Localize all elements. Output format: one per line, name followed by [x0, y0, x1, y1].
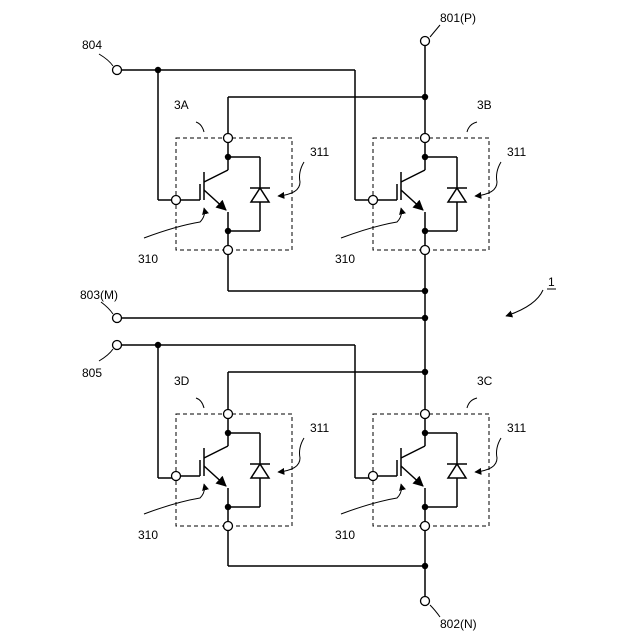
- terminal-circle: [224, 410, 233, 419]
- terminal-circle: [369, 196, 378, 205]
- switch-module: [144, 398, 304, 531]
- converter-ref: 1: [506, 275, 556, 316]
- terminal-label-803: 803(M): [80, 288, 118, 302]
- diode-ref-label: 311: [507, 145, 526, 159]
- diode-ref-label: 311: [310, 145, 329, 159]
- terminal-circle: [421, 410, 430, 419]
- transistor-ref-label: 310: [335, 528, 355, 542]
- transistor-ref-label: 310: [138, 528, 158, 542]
- module-label-3A: 3A: [174, 98, 189, 112]
- terminal-circle: [172, 196, 181, 205]
- terminal-801: 801(P): [421, 11, 477, 46]
- module-label-3D: 3D: [174, 374, 190, 388]
- terminal-802: 802(N): [421, 597, 477, 632]
- terminal-circle: [224, 134, 233, 143]
- diode-symbol: [250, 188, 270, 202]
- terminal-label-805: 805: [82, 366, 102, 380]
- transistor-symbol: [204, 170, 228, 210]
- junction-dot: [225, 154, 231, 160]
- module-wiring: [181, 419, 260, 521]
- terminal-circle: [113, 341, 122, 350]
- terminal-circle: [369, 472, 378, 481]
- diode-symbol: [447, 188, 467, 202]
- leader-line: [430, 605, 440, 617]
- module-3A: 3A 310 311: [138, 98, 329, 266]
- module-wiring: [378, 143, 457, 245]
- junction-dot: [225, 430, 231, 436]
- module-boundary: [373, 414, 489, 526]
- terminal-805: 805: [82, 341, 122, 381]
- module-boundary: [176, 414, 292, 526]
- converter-ref-label: 1: [548, 275, 555, 289]
- junction-dot: [422, 504, 428, 510]
- terminal-804: 804: [82, 38, 122, 75]
- terminal-label-804: 804: [82, 38, 102, 52]
- switch-module: [144, 122, 304, 255]
- ref-arrow: [506, 290, 543, 316]
- transistor-symbol: [401, 170, 425, 210]
- terminal-803: 803(M): [80, 288, 122, 323]
- module-3D: 3D 310 311: [138, 374, 329, 542]
- transistor-ref-label: 310: [335, 252, 355, 266]
- terminal-circle: [421, 522, 430, 531]
- junction-dot: [422, 430, 428, 436]
- switch-module: [341, 398, 501, 531]
- transistor-symbol: [401, 446, 425, 486]
- terminal-circle: [224, 246, 233, 255]
- module-nodes: [172, 410, 233, 531]
- junction-dot: [422, 154, 428, 160]
- transistor-symbol: [204, 446, 228, 486]
- module-3C: 3C 310 311: [335, 374, 526, 542]
- leader-line: [101, 302, 113, 314]
- module-3B: 3B 310 311: [335, 98, 526, 266]
- terminal-circle: [172, 472, 181, 481]
- terminal-circle: [113, 66, 122, 75]
- terminal-circle: [421, 134, 430, 143]
- diode-ref-label: 311: [507, 421, 526, 435]
- module-boundary: [373, 138, 489, 250]
- junction-dot: [422, 228, 428, 234]
- terminal-circle: [421, 37, 430, 46]
- diode-ref-label: 311: [310, 421, 329, 435]
- module-wiring: [378, 419, 457, 521]
- module-boundary: [176, 138, 292, 250]
- junction-dot: [225, 228, 231, 234]
- leader-line: [99, 349, 113, 361]
- main-wiring: [122, 46, 425, 596]
- junction-dot: [225, 504, 231, 510]
- terminal-circle: [421, 597, 430, 606]
- leader-line: [430, 25, 440, 37]
- module-wiring: [181, 143, 260, 245]
- module-nodes: [369, 134, 430, 255]
- switch-module: [341, 122, 501, 255]
- module-nodes: [369, 410, 430, 531]
- terminal-circle: [224, 522, 233, 531]
- terminal-circle: [421, 246, 430, 255]
- module-label-3B: 3B: [477, 98, 492, 112]
- module-label-3C: 3C: [477, 374, 493, 388]
- leader-line: [99, 54, 113, 66]
- module-nodes: [172, 134, 233, 255]
- diode-symbol: [447, 464, 467, 478]
- terminal-label-802: 802(N): [440, 617, 477, 631]
- terminal-circle: [113, 314, 122, 323]
- transistor-ref-label: 310: [138, 252, 158, 266]
- terminal-label-801: 801(P): [440, 11, 476, 25]
- diode-symbol: [250, 464, 270, 478]
